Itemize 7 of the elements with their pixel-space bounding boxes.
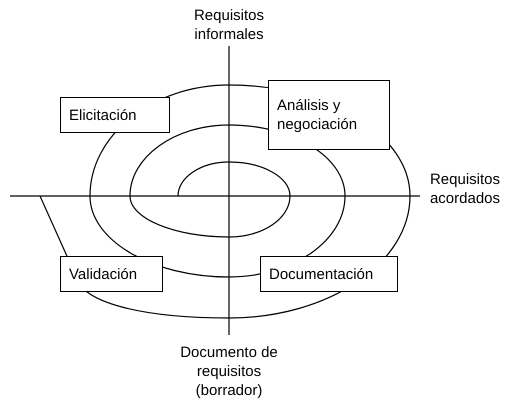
- axis-label: Documento de requisitos (borrador): [179, 343, 279, 400]
- axis-label: Requisitos informales: [192, 6, 266, 44]
- stage-box: Elicitación: [60, 97, 170, 133]
- axis-label: Requisitos acordados: [428, 170, 502, 208]
- stage-box: Documentación: [260, 256, 398, 292]
- stage-box: Validación: [60, 256, 163, 292]
- stage-box: Análisis y negociación: [268, 80, 390, 150]
